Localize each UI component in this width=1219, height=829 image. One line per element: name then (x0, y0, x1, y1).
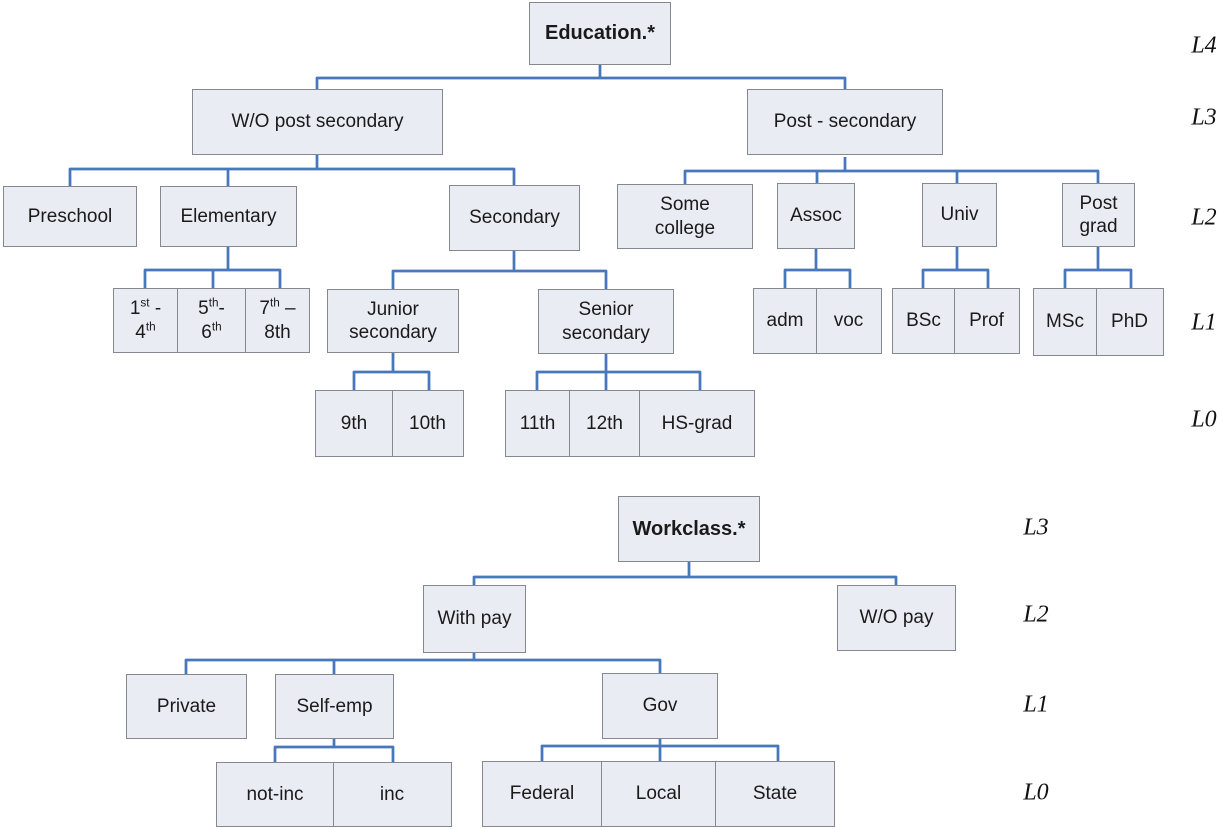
node-univ: Univ (922, 183, 997, 247)
node-label: inc (379, 783, 405, 805)
node-phd: PhD (1095, 288, 1164, 356)
level-label-education-l3: L3 (1191, 104, 1217, 131)
node-label: W/O post secondary (231, 111, 404, 133)
node-wo-post-secondary: W/O post secondary (192, 89, 443, 155)
node-label: Junior secondary (349, 298, 437, 343)
node-hs-grad: HS-grad (639, 390, 755, 457)
node-grade-11: 11th (505, 390, 570, 457)
node-prof: Prof (953, 288, 1020, 354)
level-label-education-l4: L4 (1191, 32, 1217, 59)
node-label: Preschool (27, 205, 113, 227)
group-junior-grades: 9th 10th (315, 390, 464, 457)
node-label: Prof (969, 310, 1004, 332)
group-senior-grades: 11th 12th HS-grad (505, 390, 755, 457)
node-label: 11th (519, 412, 556, 434)
node-senior-secondary: Senior secondary (538, 289, 674, 354)
group-univ-children: BSc Prof (892, 288, 1020, 354)
level-label-workclass-l3: L3 (1023, 514, 1049, 541)
node-label: Senior secondary (562, 299, 650, 344)
node-self-emp: Self-emp (275, 674, 394, 739)
node-label: State (752, 783, 798, 805)
node-label: With pay (437, 608, 512, 630)
node-grade-9: 9th (315, 390, 393, 457)
node-label: Education.* (544, 22, 655, 45)
node-voc: voc (815, 288, 882, 354)
node-secondary: Secondary (449, 185, 580, 251)
education-connectors (68, 65, 1133, 390)
node-label: Gov (642, 695, 678, 717)
node-grade-12: 12th (568, 390, 641, 457)
node-with-pay: With pay (423, 585, 526, 653)
node-label: Elementary (180, 205, 277, 227)
node-label: 12th (586, 412, 623, 434)
node-adm: adm (753, 288, 817, 354)
node-inc: inc (332, 762, 452, 827)
node-label: Some college (654, 194, 716, 239)
group-assoc-children: adm voc (753, 288, 882, 354)
level-label-workclass-l2: L2 (1023, 601, 1049, 628)
node-label: 5th-6th (198, 297, 225, 343)
node-label: Secondary (469, 207, 560, 229)
group-postgrad-children: MSc PhD (1033, 288, 1164, 356)
node-label: voc (833, 310, 864, 332)
node-label: MSc (1046, 311, 1084, 333)
node-label: 1st -4th (129, 297, 162, 343)
node-label: Univ (940, 204, 979, 226)
node-wo-pay: W/O pay (837, 585, 956, 651)
node-local: Local (600, 761, 717, 827)
node-label: not-inc (246, 783, 304, 805)
level-label-education-l0: L0 (1191, 406, 1217, 433)
level-label-workclass-l0: L0 (1023, 779, 1049, 806)
node-grades-7-8: 7th –8th (245, 288, 310, 353)
node-education-root: Education.* (529, 2, 671, 65)
level-label-workclass-l1: L1 (1023, 691, 1049, 718)
node-grades-5-6: 5th-6th (176, 288, 247, 353)
level-label-education-l1: L1 (1191, 309, 1217, 336)
node-federal: Federal (482, 761, 602, 827)
workclass-connectors (184, 562, 898, 762)
node-label: PhD (1111, 311, 1148, 333)
node-junior-secondary: Junior secondary (327, 289, 459, 353)
node-gov: Gov (602, 673, 718, 739)
node-label: Self-emp (296, 695, 373, 717)
node-label: Private (156, 695, 217, 717)
node-label: W/O pay (859, 607, 934, 629)
node-elementary: Elementary (160, 186, 297, 247)
node-label: Federal (509, 783, 575, 805)
node-post-secondary: Post - secondary (747, 89, 943, 155)
node-post-grad: Post grad (1062, 183, 1135, 247)
node-some-college: Some college (617, 184, 753, 249)
node-assoc: Assoc (777, 183, 855, 249)
node-label: 9th (340, 412, 368, 434)
node-label: Post grad (1079, 192, 1118, 237)
node-msc: MSc (1033, 288, 1097, 356)
node-not-inc: not-inc (216, 762, 334, 827)
node-bsc: BSc (892, 288, 955, 354)
node-label: Post - secondary (773, 111, 917, 133)
node-label: Local (635, 783, 682, 805)
node-label: 7th –8th (259, 297, 296, 343)
node-label: 10th (409, 412, 446, 434)
group-gov-children: Federal Local State (482, 761, 835, 827)
group-selfemp-children: not-inc inc (216, 762, 452, 827)
node-state: State (715, 761, 835, 827)
node-workclass-root: Workclass.* (618, 496, 760, 562)
level-label-education-l2: L2 (1191, 204, 1217, 231)
group-elementary-grades: 1st -4th 5th-6th 7th –8th (113, 288, 310, 353)
node-label: HS-grad (661, 412, 733, 434)
node-private: Private (126, 674, 247, 739)
node-grades-1-4: 1st -4th (113, 288, 178, 353)
node-grade-10: 10th (391, 390, 464, 457)
node-label: BSc (906, 310, 941, 332)
node-label: Workclass.* (632, 517, 746, 540)
node-preschool: Preschool (3, 186, 137, 247)
node-label: adm (766, 310, 804, 332)
node-label: Assoc (790, 205, 842, 227)
